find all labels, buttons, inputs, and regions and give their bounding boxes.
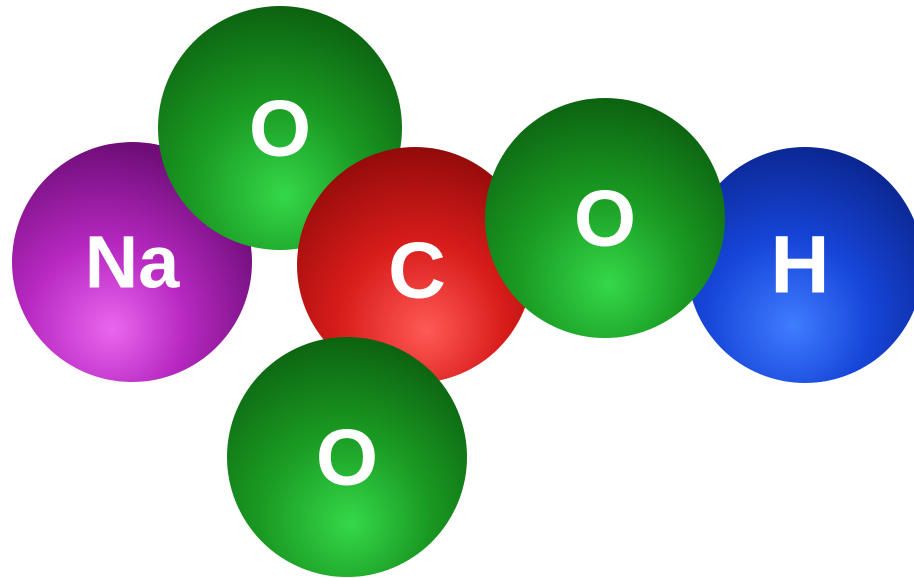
hydrogen-atom: H bbox=[687, 147, 914, 383]
sodium-label: Na bbox=[85, 221, 180, 304]
oxygen-atom-right: O bbox=[485, 98, 725, 338]
oxygen-atom-bottom: O bbox=[227, 337, 467, 577]
oxygen-label-bottom: O bbox=[316, 413, 378, 502]
carbon-atom: C bbox=[297, 147, 533, 383]
hydrogen-label: H bbox=[770, 220, 829, 311]
oxygen-label-right: O bbox=[574, 174, 636, 263]
carbon-label: C bbox=[388, 226, 446, 315]
oxygen-label-top: O bbox=[249, 84, 311, 173]
